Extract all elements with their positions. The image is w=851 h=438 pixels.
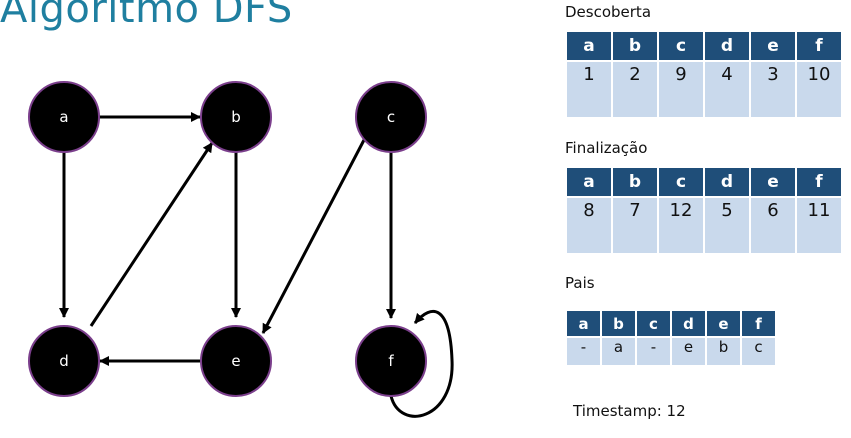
finalizacao-value-cell: 8 <box>565 196 613 255</box>
descoberta-header-cell: b <box>611 30 659 62</box>
pais-value-cell: c <box>740 336 777 367</box>
descoberta-header-cell: a <box>565 30 613 62</box>
edge-f-f <box>389 310 454 418</box>
finalizacao-header-cell: f <box>795 166 843 198</box>
svg-text:e: e <box>231 352 240 370</box>
finalizacao-header-cell: b <box>611 166 659 198</box>
finalizacao-caption: Finalização <box>565 139 648 157</box>
pais-value-cell: - <box>635 336 672 367</box>
node-d: d <box>28 325 100 397</box>
finalizacao-header-cell: d <box>703 166 751 198</box>
pais-header-cell: b <box>600 309 637 338</box>
pais-header-cell: e <box>705 309 742 338</box>
descoberta-value-cell: 4 <box>703 60 751 119</box>
descoberta-value-row: 1 2 9 4 3 10 <box>565 60 843 119</box>
descoberta-value-cell: 2 <box>611 60 659 119</box>
node-e: e <box>200 325 272 397</box>
descoberta-value-cell: 3 <box>749 60 797 119</box>
finalizacao-header-cell: a <box>565 166 613 198</box>
finalizacao-value-cell: 6 <box>749 196 797 255</box>
pais-value-row: - a - e b c <box>565 336 777 367</box>
finalizacao-value-cell: 12 <box>657 196 705 255</box>
pais-value-cell: - <box>565 336 602 367</box>
descoberta-table: a b c d e f 1 2 9 4 3 10 <box>565 30 843 119</box>
descoberta-header-cell: f <box>795 30 843 62</box>
pais-value-cell: e <box>670 336 707 367</box>
finalizacao-value-cell: 7 <box>611 196 659 255</box>
finalizacao-header-row: a b c d e f <box>565 166 843 198</box>
node-f: f <box>355 325 427 397</box>
descoberta-value-cell: 9 <box>657 60 705 119</box>
node-c: c <box>355 81 427 153</box>
node-b: b <box>200 81 272 153</box>
descoberta-value-cell: 10 <box>795 60 843 119</box>
slide-title: Algoritmo DFS <box>0 0 293 32</box>
pais-table: a b c d e f - a - e b c <box>565 309 777 367</box>
finalizacao-value-row: 8 7 12 5 6 11 <box>565 196 843 255</box>
pais-caption: Pais <box>565 274 595 292</box>
svg-text:d: d <box>59 352 69 370</box>
svg-text:c: c <box>387 108 395 126</box>
finalizacao-value-cell: 5 <box>703 196 751 255</box>
finalizacao-header-cell: e <box>749 166 797 198</box>
svg-text:a: a <box>59 108 68 126</box>
dfs-graph: a b c d e f <box>28 81 454 418</box>
pais-header-cell: a <box>565 309 602 338</box>
pais-header-cell: f <box>740 309 777 338</box>
pais-header-cell: d <box>670 309 707 338</box>
pais-value-cell: b <box>705 336 742 367</box>
svg-text:f: f <box>388 352 394 370</box>
descoberta-header-row: a b c d e f <box>565 30 843 62</box>
edge-d-b <box>89 142 214 327</box>
finalizacao-table: a b c d e f 8 7 12 5 6 11 <box>565 166 843 255</box>
descoberta-caption: Descoberta <box>565 3 652 21</box>
pais-header-cell: c <box>635 309 672 338</box>
finalizacao-header-cell: c <box>657 166 705 198</box>
pais-value-cell: a <box>600 336 637 367</box>
svg-text:b: b <box>231 108 241 126</box>
node-a: a <box>28 81 100 153</box>
pais-header-row: a b c d e f <box>565 309 777 338</box>
descoberta-header-cell: c <box>657 30 705 62</box>
descoberta-header-cell: d <box>703 30 751 62</box>
descoberta-value-cell: 1 <box>565 60 613 119</box>
finalizacao-value-cell: 11 <box>795 196 843 255</box>
edge-c-e <box>261 139 366 334</box>
timestamp-label: Timestamp: 12 <box>573 402 686 420</box>
descoberta-header-cell: e <box>749 30 797 62</box>
